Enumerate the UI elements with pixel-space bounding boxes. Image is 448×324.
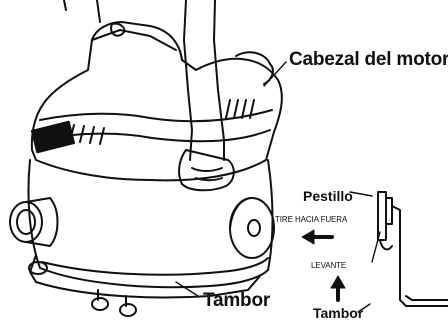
lift-arrow xyxy=(331,276,345,300)
hand-on-latch xyxy=(179,150,234,190)
motor-head xyxy=(32,22,282,180)
leader-lines xyxy=(176,62,380,312)
left-arm xyxy=(64,0,100,22)
lift-label: LEVANTE xyxy=(311,261,346,270)
pull-out-label: TIRE HACIA FUERA xyxy=(275,215,347,224)
drum-detail-label: Tambor xyxy=(313,305,363,321)
hose-inlet xyxy=(10,198,58,246)
vent-slots xyxy=(60,100,254,144)
right-arm xyxy=(184,0,224,160)
motor-head-label: Cabezal del motor xyxy=(289,49,448,71)
latch-detail xyxy=(378,192,448,306)
rear-wheel xyxy=(230,198,274,258)
brand-decal xyxy=(32,122,74,153)
pull-out-arrow xyxy=(302,230,332,244)
latch-label: Pestillo xyxy=(303,188,353,204)
drum-label: Tambor xyxy=(203,290,270,312)
